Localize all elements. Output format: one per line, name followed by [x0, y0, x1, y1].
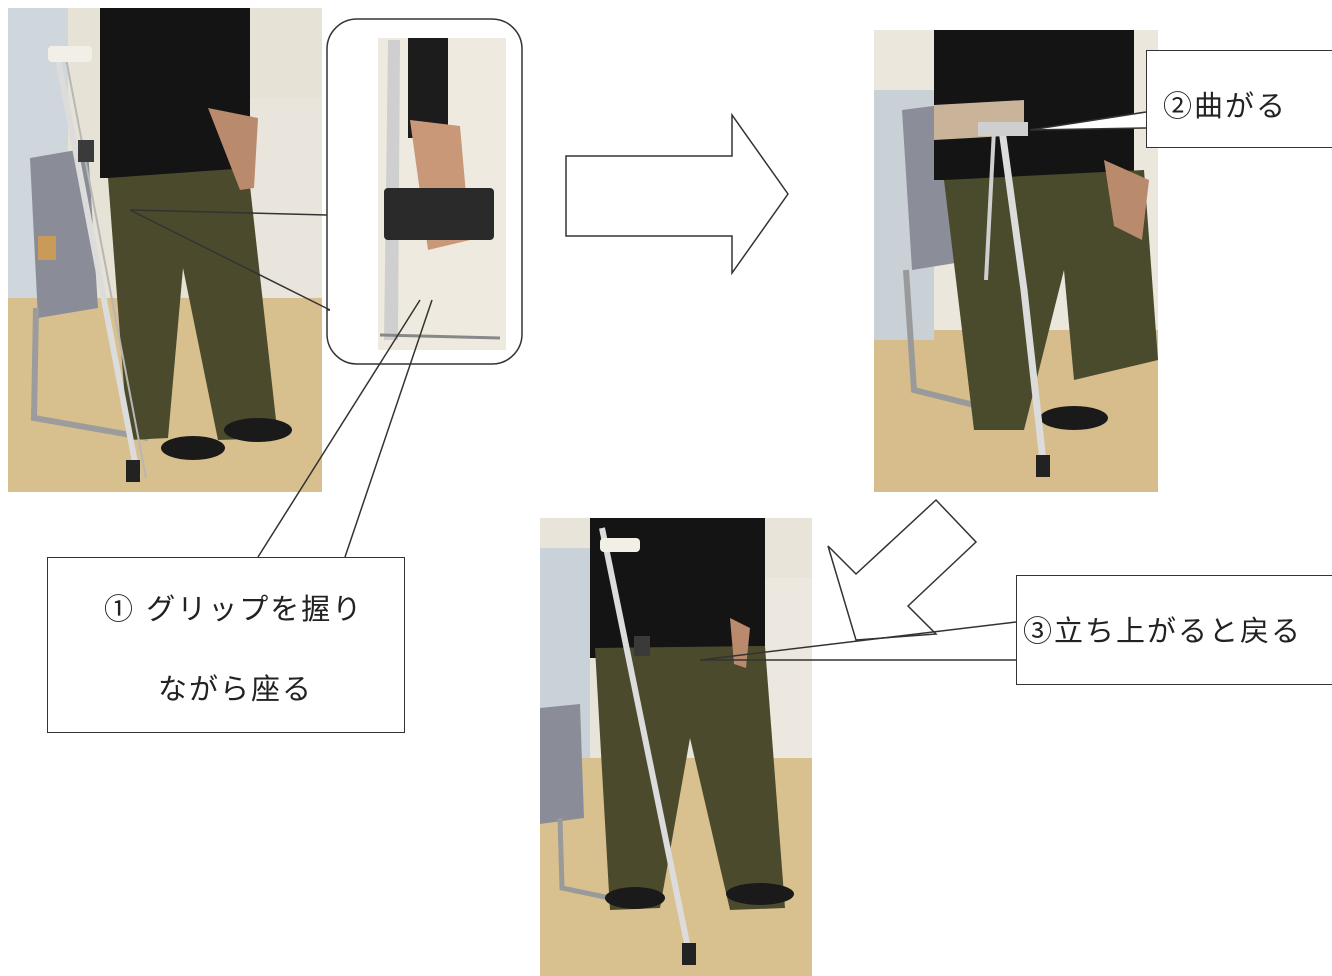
arrow-right-icon — [565, 112, 789, 276]
grip-zoom-inset — [326, 18, 523, 365]
photo-sitting-crutch-bent — [874, 30, 1158, 492]
photo-standing-crutch-restored — [540, 518, 812, 976]
photo-standing-with-crutch — [8, 8, 322, 492]
arrow-down-left-icon — [827, 498, 978, 641]
step2-label: ②曲がる — [1163, 89, 1288, 123]
step3-callout: ③立ち上がると戻る — [1016, 575, 1332, 685]
step3-label: ③立ち上がると戻る — [1023, 614, 1303, 648]
step1-callout: ① グリップを握り ながら座る — [47, 557, 405, 733]
step2-callout: ②曲がる — [1146, 50, 1332, 148]
step1-label-line1: ① グリップを握り — [104, 592, 364, 626]
step1-label-line2: ながら座る — [158, 672, 314, 706]
